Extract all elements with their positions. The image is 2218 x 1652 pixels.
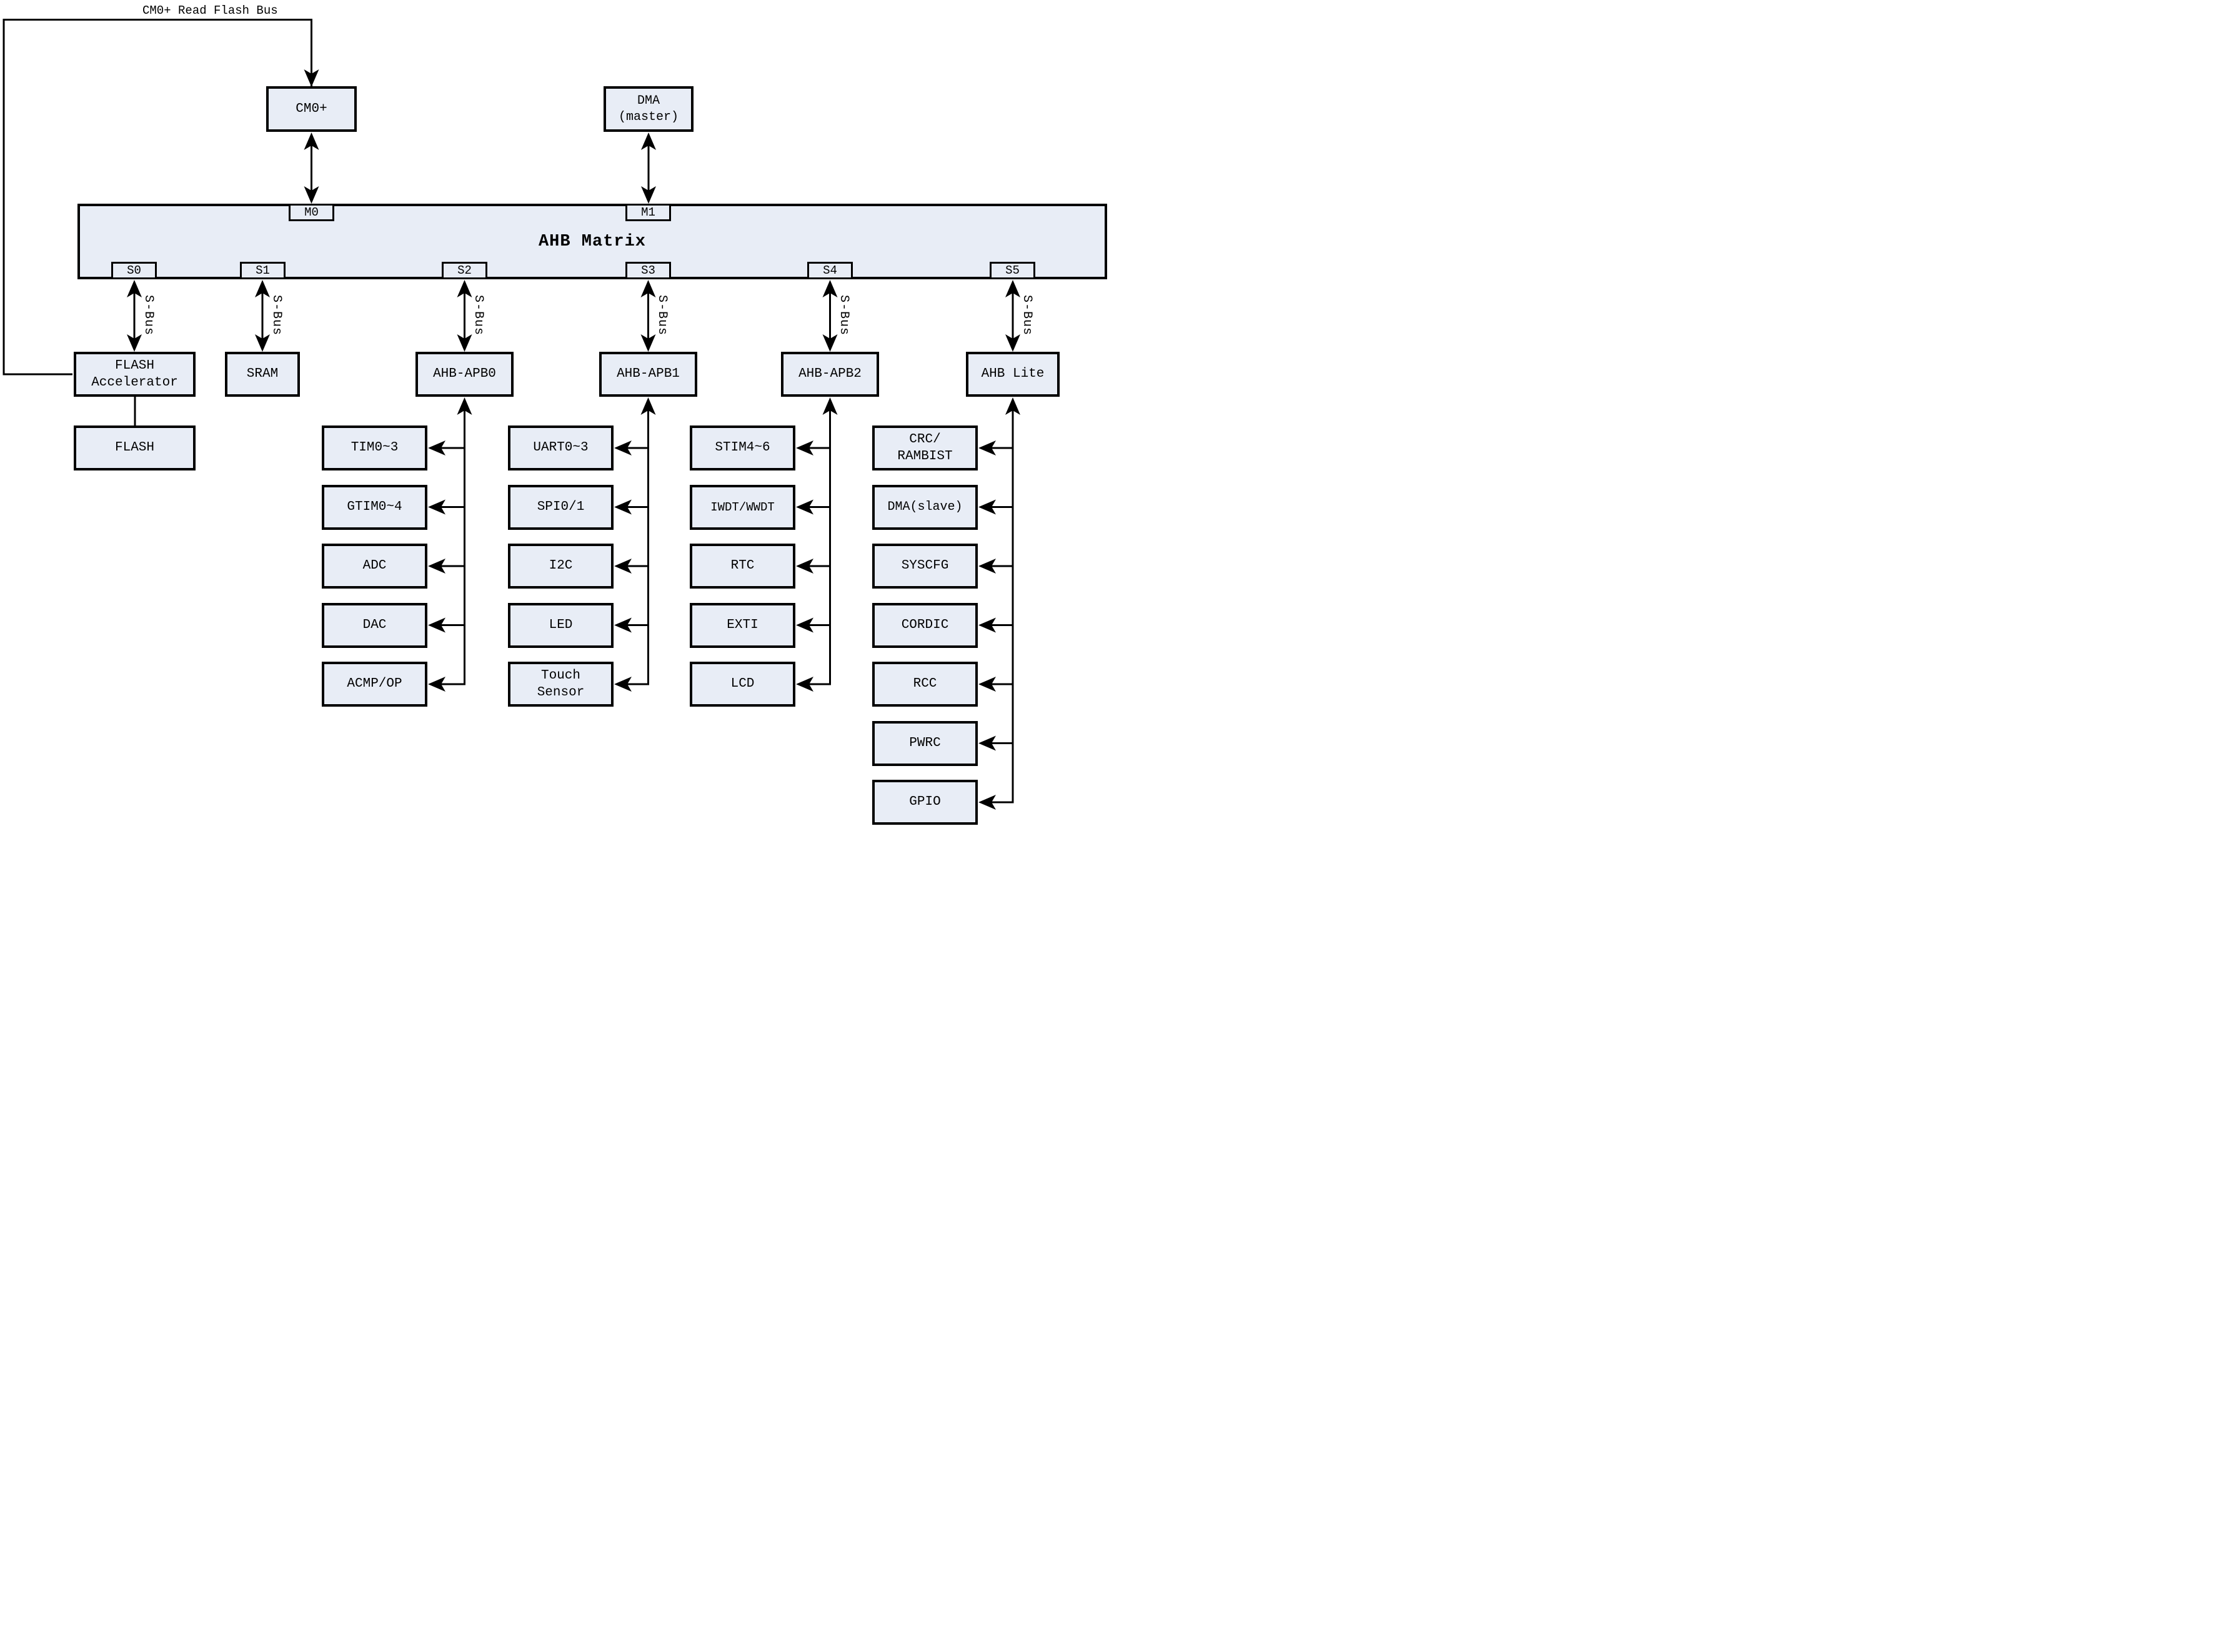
block-flash: FLASH <box>74 425 196 470</box>
block-uart0-3-label: UART0~3 <box>533 440 589 455</box>
label-s-bus-s4: S-Bus <box>837 295 851 336</box>
block-rcc-label: RCC <box>913 677 937 692</box>
label-s-bus-s2: S-Bus <box>471 295 485 336</box>
block-dac: DAC <box>322 603 427 648</box>
block-flash-accelerator: FLASH Accelerator <box>74 352 196 397</box>
block-spi0-1: SPI0/1 <box>508 485 614 530</box>
block-stim4-6-label: STIM4~6 <box>715 440 770 455</box>
block-rtc-label: RTC <box>730 559 755 574</box>
connector-layer <box>2 19 1020 810</box>
ahb-matrix-title: AHB Matrix <box>538 232 647 251</box>
cm0-read-flash-bus-label: CM0+ Read Flash Bus <box>142 4 278 17</box>
block-pwrc-label: PWRC <box>909 736 941 751</box>
label-s-bus-s0: S-Bus <box>141 295 156 336</box>
block-syscfg: SYSCFG <box>872 544 978 589</box>
block-dma-slave-label: DMA(slave) <box>887 500 963 514</box>
block-lcd: LCD <box>690 662 795 707</box>
block-iwdt-wwdt-label: IWDT/WWDT <box>710 500 775 514</box>
block-gpio-label: GPIO <box>909 795 941 810</box>
block-adc: ADC <box>322 544 427 589</box>
block-lcd-label: LCD <box>730 677 755 692</box>
port-m1: M1 <box>625 204 671 221</box>
block-ahb-apb0-label: AHB-APB0 <box>433 367 496 382</box>
port-m0: M0 <box>289 204 334 221</box>
block-ahb-apb0: AHB-APB0 <box>415 352 514 397</box>
block-uart0-3: UART0~3 <box>508 425 614 470</box>
block-i2c-label: I2C <box>549 559 573 574</box>
block-ahb-lite: AHB Lite <box>966 352 1060 397</box>
block-acmp-op-label: ACMP/OP <box>347 677 402 692</box>
block-rcc: RCC <box>872 662 978 707</box>
block-crc-rambist-label: CRC/ RAMBIST <box>897 432 953 464</box>
block-stim4-6: STIM4~6 <box>690 425 795 470</box>
block-gtim0-4-label: GTIM0~4 <box>347 500 402 515</box>
port-s4: S4 <box>807 262 853 279</box>
block-tim0-3: TIM0~3 <box>322 425 427 470</box>
block-rtc: RTC <box>690 544 795 589</box>
port-s1: S1 <box>240 262 286 279</box>
block-flash-label: FLASH <box>114 440 154 455</box>
block-iwdt-wwdt: IWDT/WWDT <box>690 485 795 530</box>
block-ahb-lite-label: AHB Lite <box>981 367 1045 382</box>
label-s-bus-s1: S-Bus <box>269 295 284 336</box>
port-s5: S5 <box>990 262 1035 279</box>
ahb-matrix: AHB Matrix <box>77 204 1107 279</box>
block-crc-rambist: CRC/ RAMBIST <box>872 425 978 470</box>
port-s2: S2 <box>442 262 487 279</box>
block-gtim0-4: GTIM0~4 <box>322 485 427 530</box>
block-cordic: CORDIC <box>872 603 978 648</box>
block-adc-label: ADC <box>362 559 387 574</box>
block-dma-slave: DMA(slave) <box>872 485 978 530</box>
block-ahb-apb2-label: AHB-APB2 <box>798 367 862 382</box>
block-pwrc: PWRC <box>872 721 978 766</box>
label-s-bus-s3: S-Bus <box>655 295 669 336</box>
label-s-bus-s5: S-Bus <box>1020 295 1034 336</box>
block-flash-accelerator-label: FLASH Accelerator <box>91 358 178 390</box>
block-cm0plus: CM0+ <box>266 86 357 132</box>
port-s3: S3 <box>625 262 671 279</box>
block-ahb-apb1-label: AHB-APB1 <box>617 367 680 382</box>
block-ahb-apb2: AHB-APB2 <box>781 352 879 397</box>
block-led: LED <box>508 603 614 648</box>
block-sram-label: SRAM <box>246 367 279 382</box>
diagram-canvas: CM0+ Read Flash Bus CM0+ DMA (master) AH… <box>0 0 1109 826</box>
block-gpio: GPIO <box>872 780 978 825</box>
block-touch-sensor-label: Touch Sensor <box>537 668 585 700</box>
block-exti-label: EXTI <box>727 618 758 633</box>
block-touch-sensor: Touch Sensor <box>508 662 614 707</box>
block-dac-label: DAC <box>362 618 387 633</box>
block-sram: SRAM <box>225 352 300 397</box>
block-acmp-op: ACMP/OP <box>322 662 427 707</box>
block-syscfg-label: SYSCFG <box>901 559 949 574</box>
block-tim0-3-label: TIM0~3 <box>351 440 399 455</box>
block-exti: EXTI <box>690 603 795 648</box>
block-led-label: LED <box>549 618 573 633</box>
block-cordic-label: CORDIC <box>901 618 949 633</box>
block-dma-master-label: DMA (master) <box>618 93 679 124</box>
block-dma-master: DMA (master) <box>604 86 694 132</box>
block-i2c: I2C <box>508 544 614 589</box>
port-s0: S0 <box>111 262 157 279</box>
block-spi0-1-label: SPI0/1 <box>537 500 585 515</box>
block-ahb-apb1: AHB-APB1 <box>599 352 697 397</box>
block-cm0plus-label: CM0+ <box>296 101 327 116</box>
